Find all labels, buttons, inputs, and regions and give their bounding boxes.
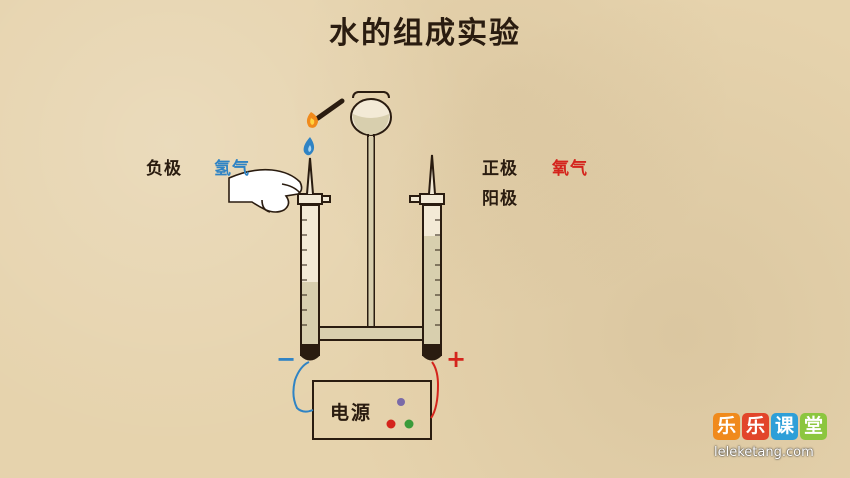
oxygen-label: 氧气 (552, 159, 588, 179)
positive-sign: + (446, 345, 467, 373)
leleketang-logo: 乐 乐 课 堂 (713, 413, 827, 440)
logo-char: 乐 (713, 413, 740, 440)
logo-char: 课 (771, 413, 798, 440)
page-title: 水的组成实验 (329, 16, 521, 51)
logo-char: 乐 (742, 413, 769, 440)
center-tube-water (368, 137, 374, 327)
connecting-tube (317, 326, 425, 341)
positive-pole-label: 正极 (482, 159, 518, 179)
power-supply-label: 电源 (330, 402, 373, 424)
site-url: leleketang.com (714, 445, 814, 460)
indicator-light-red (386, 419, 396, 429)
right-tube-oxygen (409, 154, 445, 361)
left-tube-hydrogen (297, 157, 331, 361)
negative-wire (292, 361, 314, 413)
logo-char: 堂 (800, 413, 827, 440)
indicator-light-purple (397, 398, 405, 406)
anode-label: 阳极 (482, 189, 518, 209)
negative-pole-label: 负极 (146, 159, 182, 179)
negative-sign: − (276, 345, 297, 373)
water-reservoir-bulb (350, 91, 392, 330)
hand-illustration (228, 168, 303, 213)
hydrogen-flame-icon (303, 137, 315, 156)
burning-splint (306, 98, 345, 128)
indicator-light-green (404, 419, 414, 429)
positive-wire (430, 361, 440, 419)
hydrogen-label: 氢气 (214, 159, 250, 179)
